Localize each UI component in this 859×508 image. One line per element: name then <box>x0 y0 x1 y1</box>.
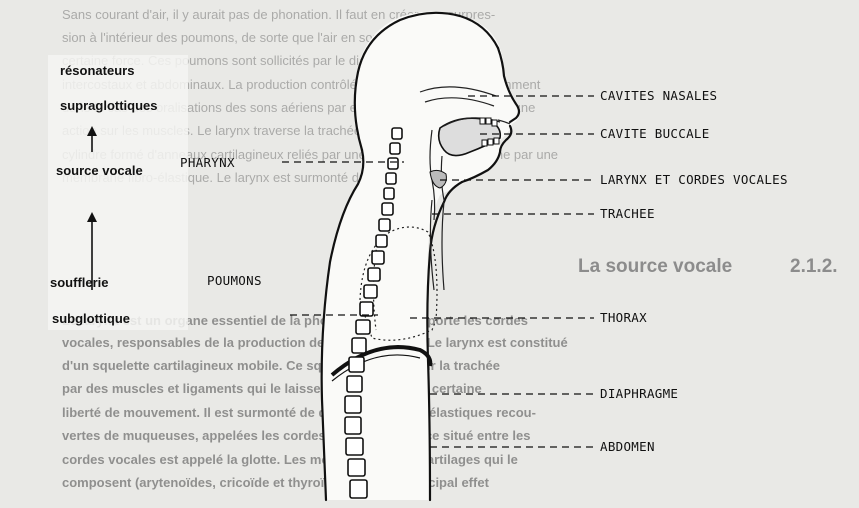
label-thorax: THORAX <box>600 310 647 325</box>
label-trachee: TRACHEE <box>600 206 655 221</box>
label-diaphragme: DIAPHRAGME <box>600 386 678 401</box>
label-resonators-1: résonateurs <box>60 63 134 78</box>
bg-bottom-line-2: vocales, responsables de la production d… <box>62 335 568 350</box>
label-pharynx: PHARYNX <box>180 155 235 170</box>
label-soufflerie: soufflerie <box>50 275 109 290</box>
label-cavites-nasales: CAVITES NASALES <box>600 88 717 103</box>
bg-bottom-line-7: cordes vocales est appelé la glotte. Les… <box>62 452 518 467</box>
label-poumons: POUMONS <box>207 273 262 288</box>
bg-bottom-line-5: liberté de mouvement. Il est surmonté de… <box>62 405 536 420</box>
label-abdomen: ABDOMEN <box>600 439 655 454</box>
label-cavite-buccale: CAVITE BUCCALE <box>600 126 710 141</box>
label-source-vocale: source vocale <box>56 163 143 178</box>
bg-section-title: La source vocale <box>578 256 732 277</box>
label-resonators-2: supraglottiques <box>60 98 158 113</box>
label-subglottique: subglottique <box>52 311 130 326</box>
label-larynx-cordes-vocales: LARYNX ET CORDES VOCALES <box>600 172 788 187</box>
bg-section-number: 2.1.2. <box>790 256 838 277</box>
bg-bottom-line-6: vertes de muqueuses, appelées les cordes… <box>62 428 530 443</box>
bg-bottom-line-3: d'un squelette cartilagineux mobile. Ce … <box>62 358 500 373</box>
